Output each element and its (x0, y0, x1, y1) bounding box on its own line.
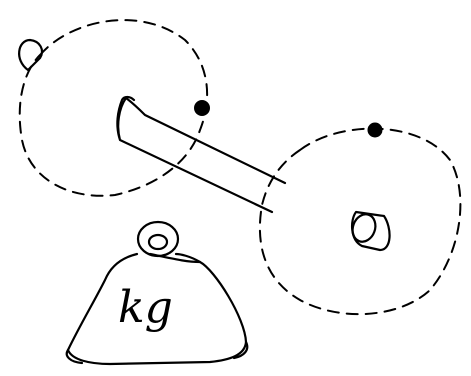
cylinder-icon (349, 211, 390, 250)
right-point-dot (368, 123, 383, 138)
left-point-dot (194, 100, 210, 116)
left-dashed-circle (20, 20, 207, 196)
weight-label: kg (118, 282, 173, 333)
left-hook-marker (19, 40, 42, 70)
right-dashed-circle (260, 129, 461, 315)
weight-icon: kg (67, 222, 247, 364)
